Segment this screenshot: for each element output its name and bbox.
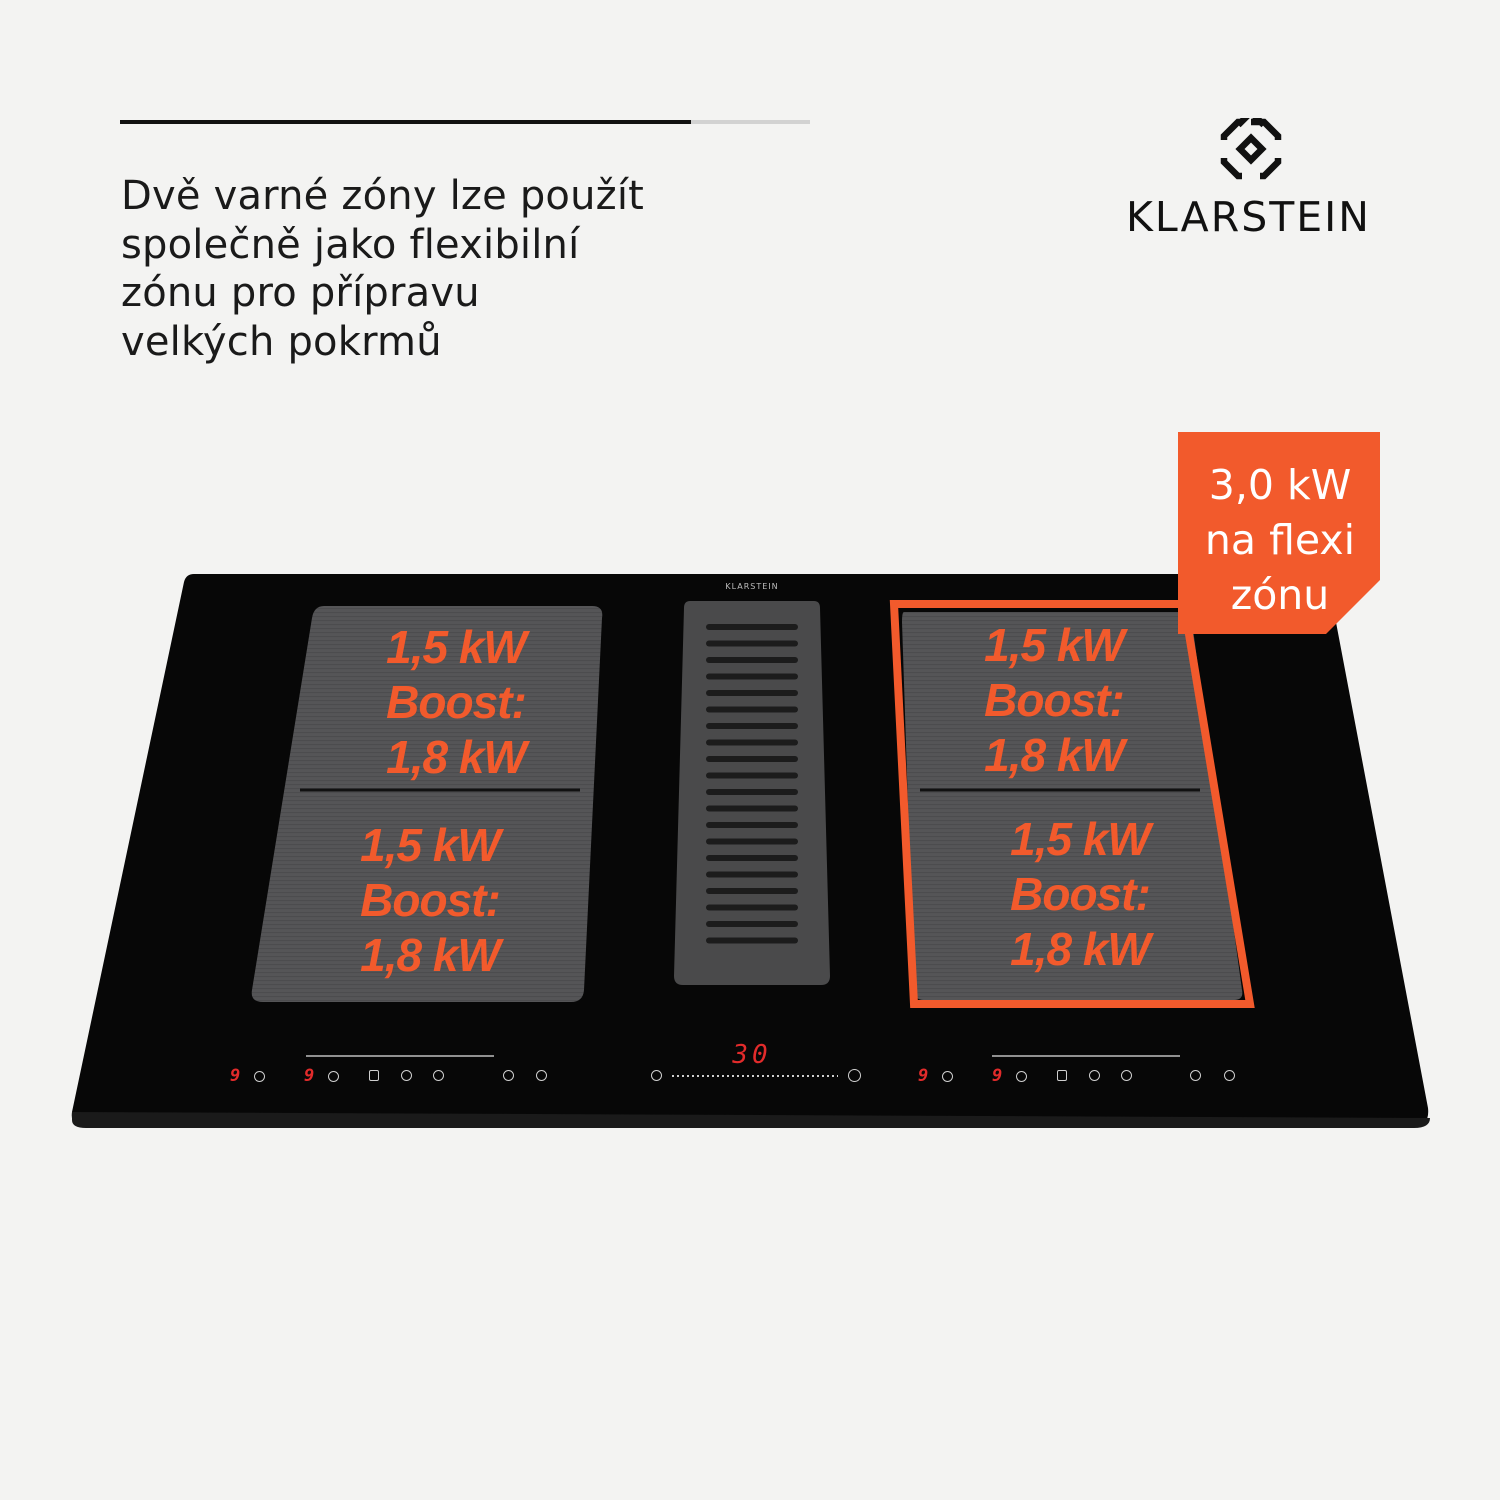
zone-boost-label: Boost: xyxy=(1010,868,1151,920)
headline-line: společně jako flexibilní xyxy=(121,221,580,268)
klarstein-logo-icon xyxy=(1220,118,1282,180)
keep-warm-icon[interactable] xyxy=(433,1070,444,1081)
flexi-badge-text: 3,0 kW na flexi zónu xyxy=(1180,458,1380,623)
headline-line: velkých pokrmů xyxy=(121,318,442,365)
boost-icon[interactable] xyxy=(1089,1070,1100,1081)
left-cooking-zone xyxy=(251,606,603,1002)
vent-slots xyxy=(706,624,798,944)
zone-boost-label: Boost: xyxy=(360,874,501,926)
zone-boost-power: 1,8 kW xyxy=(386,731,527,783)
vent-slot xyxy=(706,772,798,779)
fan-icon[interactable] xyxy=(503,1070,514,1081)
hob-brand-label: KLARSTEIN xyxy=(725,582,779,591)
lock-icon[interactable] xyxy=(369,1070,379,1081)
timer-icon[interactable] xyxy=(651,1070,662,1081)
zone-select-icon[interactable] xyxy=(942,1071,953,1082)
zone-power: 1,5 kW xyxy=(1010,813,1151,865)
headline: Dvě varné zóny lze použít společně jako … xyxy=(121,172,761,366)
vent-slot xyxy=(706,723,798,729)
main-power-icon[interactable] xyxy=(848,1069,861,1082)
zone-select-icon[interactable] xyxy=(1016,1071,1027,1082)
vent-slot xyxy=(706,706,798,713)
power-icon[interactable] xyxy=(536,1070,547,1081)
vent-slot xyxy=(706,838,798,845)
vent-slot xyxy=(706,904,798,911)
lock-icon[interactable] xyxy=(1057,1070,1067,1081)
vent-slot xyxy=(706,921,798,927)
vent-slot xyxy=(706,805,798,812)
zone-label-left-top: 1,5 kW Boost: 1,8 kW xyxy=(306,620,606,785)
level-digit: 9 xyxy=(230,1066,241,1086)
zone-boost-label: Boost: xyxy=(984,674,1125,726)
level-digit: 9 xyxy=(304,1066,315,1086)
progress-fill xyxy=(120,120,691,124)
level-digit: 9 xyxy=(992,1066,1003,1086)
zone-label-right-top: 1,5 kW Boost: 1,8 kW xyxy=(904,618,1204,783)
progress-bar xyxy=(120,120,810,124)
zone-boost-label: Boost: xyxy=(386,676,527,728)
vent-slot xyxy=(706,690,798,696)
zone-label-right-bottom: 1,5 kW Boost: 1,8 kW xyxy=(930,812,1230,977)
right-cooking-zone xyxy=(902,612,1243,1000)
zone-power: 1,5 kW xyxy=(984,619,1125,671)
badge-line: 3,0 kW xyxy=(1208,461,1352,509)
headline-line: Dvě varné zóny lze použít xyxy=(121,173,645,219)
brand-name: KLARSTEIN xyxy=(1126,193,1371,241)
keep-warm-icon[interactable] xyxy=(1121,1070,1132,1081)
zone-select-icon[interactable] xyxy=(328,1071,339,1082)
badge-line: na flexi xyxy=(1204,516,1356,564)
level-digit: 9 xyxy=(918,1066,929,1086)
headline-line: zónu pro přípravu xyxy=(121,270,480,316)
vent-slot xyxy=(706,624,798,630)
vent-slot xyxy=(706,822,798,828)
badge-line: zónu xyxy=(1230,571,1330,619)
zone-boost-power: 1,8 kW xyxy=(1010,923,1151,975)
boost-icon[interactable] xyxy=(401,1070,412,1081)
zone-select-icon[interactable] xyxy=(254,1071,265,1082)
flexi-zone-highlight xyxy=(889,600,1255,1008)
zone-power: 1,5 kW xyxy=(360,819,501,871)
vent-slot xyxy=(706,855,798,861)
zone-boost-power: 1,8 kW xyxy=(360,929,501,981)
vent-slot xyxy=(706,640,798,647)
vent-slot xyxy=(706,937,798,944)
zone-boost-power: 1,8 kW xyxy=(984,729,1125,781)
vent-slot xyxy=(706,756,798,762)
power-icon[interactable] xyxy=(1224,1070,1235,1081)
zone-power: 1,5 kW xyxy=(386,621,527,673)
vent-slot xyxy=(706,673,798,680)
vent-slot xyxy=(706,739,798,746)
vent-slot xyxy=(706,871,798,878)
timer-display: 30 xyxy=(732,1040,772,1070)
vent-slot xyxy=(706,657,798,663)
vent-slot xyxy=(706,888,798,894)
fan-icon[interactable] xyxy=(1190,1070,1201,1081)
flexi-badge xyxy=(1178,432,1380,634)
zone-label-left-bottom: 1,5 kW Boost: 1,8 kW xyxy=(280,818,580,983)
vent-slot xyxy=(706,789,798,795)
